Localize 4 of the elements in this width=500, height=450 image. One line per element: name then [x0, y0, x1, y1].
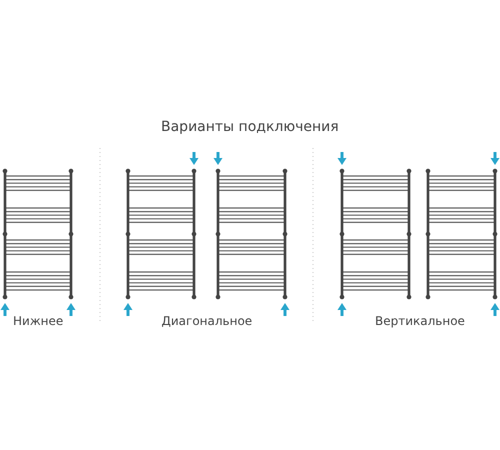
caption: Вертикальное: [375, 314, 465, 328]
caption: Диагональное: [162, 314, 252, 328]
title: Варианты подключения: [161, 119, 339, 135]
caption: Нижнее: [13, 314, 64, 328]
